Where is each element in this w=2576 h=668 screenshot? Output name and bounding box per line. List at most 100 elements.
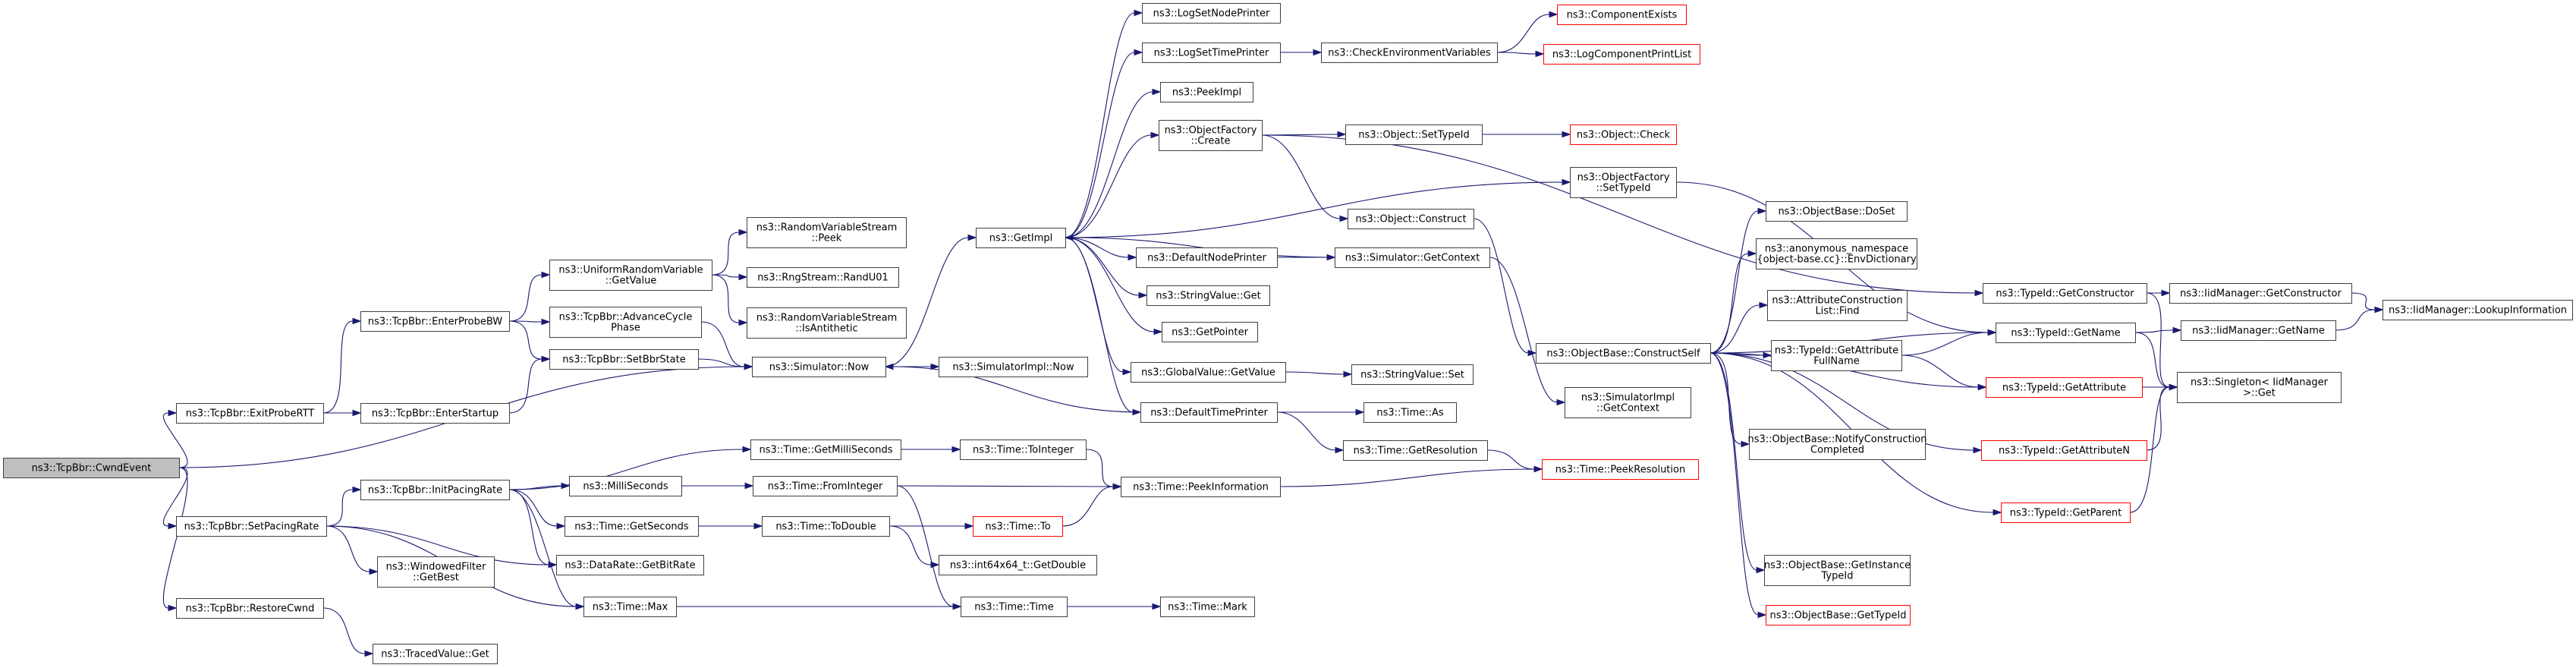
node-label: ns3::Time::ToDouble: [775, 521, 876, 533]
edge-todouble-to-int64getdouble: [889, 525, 932, 566]
node-timemax[interactable]: ns3::Time::Max: [583, 597, 677, 617]
edge-constructself-to-envdict: [1709, 253, 1749, 354]
node-lookupinfo[interactable]: ns3::IidManager::LookupInformation: [2383, 300, 2573, 320]
node-simimplgetcontext[interactable]: ns3::SimulatorImpl::GetContext: [1565, 387, 1691, 418]
node-initpacingrate[interactable]: ns3::TcpBbr::InitPacingRate: [360, 480, 510, 500]
node-envdict[interactable]: ns3::anonymous_namespace{object-base.cc}…: [1756, 238, 1917, 269]
node-objsettypeid[interactable]: ns3::Object::SetTypeId: [1345, 124, 1483, 145]
node-stringvalget[interactable]: ns3::StringValue::Get: [1146, 285, 1270, 306]
node-isantithetic[interactable]: ns3::RandomVariableStream::IsAntithetic: [747, 307, 907, 339]
node-constructself[interactable]: ns3::ObjectBase::ConstructSelf: [1536, 343, 1711, 364]
node-label: ns3::TcpBbr::EnterProbeBW: [368, 317, 502, 328]
node-getconstructor[interactable]: ns3::TypeId::GetConstructor: [1983, 283, 2147, 304]
node-label: ns3::GlobalValue::GetValue: [1141, 367, 1275, 379]
node-ofcreate[interactable]: ns3::ObjectFactory::Create: [1159, 120, 1263, 151]
node-getseconds[interactable]: ns3::Time::GetSeconds: [565, 516, 699, 537]
node-getparent[interactable]: ns3::TypeId::GetParent: [2001, 503, 2131, 523]
node-randu01[interactable]: ns3::RngStream::RandU01: [747, 267, 899, 288]
node-objconstruct[interactable]: ns3::Object::Construct: [1348, 209, 1474, 229]
node-enterprobebw[interactable]: ns3::TcpBbr::EnterProbeBW: [360, 311, 510, 332]
node-getattributen[interactable]: ns3::TypeId::GetAttributeN: [1981, 440, 2147, 461]
edge-arrowhead: [2161, 289, 2171, 297]
node-peekinfo[interactable]: ns3::Time::PeekInformation: [1121, 477, 1281, 497]
node-getmilliseconds[interactable]: ns3::Time::GetMilliSeconds: [750, 440, 901, 460]
edge-arrowhead: [753, 522, 763, 530]
node-compexists[interactable]: ns3::ComponentExists: [1557, 5, 1687, 25]
node-box: [1557, 5, 1687, 25]
edge-simnow-to-getimpl: [885, 237, 969, 367]
node-ofsettypeid[interactable]: ns3::ObjectFactory::SetTypeId: [1570, 167, 1677, 198]
node-label: ns3::IidManager::GetName: [2192, 326, 2325, 337]
node-simimplnow[interactable]: ns3::SimulatorImpl::Now: [939, 357, 1088, 377]
node-box: [1345, 124, 1483, 145]
edge-peekinfo-to-peekresolution: [1279, 468, 1535, 487]
node-logsettime[interactable]: ns3::LogSetTimePrinter: [1142, 43, 1281, 63]
node-toint[interactable]: ns3::Time::ToInteger: [960, 440, 1087, 460]
node-simgetcontext[interactable]: ns3::Simulator::GetContext: [1335, 247, 1490, 268]
edge-arrowhead: [364, 650, 374, 657]
node-urvgetvalue[interactable]: ns3::UniformRandomVariable::GetValue: [549, 260, 712, 291]
node-simnow[interactable]: ns3::Simulator::Now: [752, 357, 886, 377]
node-enterstartup[interactable]: ns3::TcpBbr::EnterStartup: [360, 403, 510, 424]
edge-iidgetname-to-lookupinfo: [2335, 309, 2376, 331]
node-doset[interactable]: ns3::ObjectBase::DoSet: [1766, 201, 1908, 222]
node-iidgetname[interactable]: ns3::IidManager::GetName: [2181, 320, 2336, 341]
edge-enterprobebw-to-advancecycle: [508, 320, 543, 323]
node-globalgetvalue[interactable]: ns3::GlobalValue::GetValue: [1131, 362, 1286, 383]
node-box: [1159, 120, 1263, 151]
node-getbitrate[interactable]: ns3::DataRate::GetBitRate: [556, 555, 704, 575]
edge-arrowhead: [1134, 49, 1143, 56]
node-timetime[interactable]: ns3::Time::Time: [961, 597, 1068, 617]
node-timemark[interactable]: ns3::Time::Mark: [1160, 597, 1255, 617]
node-fromint[interactable]: ns3::Time::FromInteger: [753, 476, 898, 496]
edge-arrowhead: [967, 234, 977, 241]
node-getattribute[interactable]: ns3::TypeId::GetAttribute: [1986, 377, 2143, 398]
node-box: [1131, 362, 1286, 383]
node-label: ns3::StringValue::Get: [1156, 291, 1260, 302]
node-getpointer[interactable]: ns3::GetPointer: [1162, 322, 1258, 342]
node-label: ns3::Object::SetTypeId: [1358, 130, 1469, 141]
node-logsetnode[interactable]: ns3::LogSetNodePrinter: [1142, 3, 1281, 24]
node-windowedgetbest[interactable]: ns3::WindowedFilter::GetBest: [377, 556, 495, 588]
node-setbbrstate[interactable]: ns3::TcpBbr::SetBbrState: [549, 349, 699, 370]
node-singletonget[interactable]: ns3::Singleton< IidManager >::Get: [2177, 372, 2342, 403]
node-label: ns3::Singleton< IidManager: [2191, 377, 2329, 389]
node-checkenv[interactable]: ns3::CheckEnvironmentVariables: [1321, 43, 1498, 63]
edge-fromint-to-timetime: [896, 485, 954, 607]
node-rvspeek[interactable]: ns3::RandomVariableStream::Peek: [747, 217, 907, 248]
node-getimpl[interactable]: ns3::GetImpl: [976, 228, 1066, 248]
node-peekimpl[interactable]: ns3::PeekImpl: [1160, 82, 1253, 102]
node-restorecwnd[interactable]: ns3::TcpBbr::RestoreCwnd: [176, 598, 324, 619]
node-cwndevent[interactable]: ns3::TcpBbr::CwndEvent: [3, 458, 180, 478]
node-deftimeprinter[interactable]: ns3::DefaultTimePrinter: [1140, 402, 1278, 423]
node-box: [556, 555, 704, 575]
node-getname[interactable]: ns3::TypeId::GetName: [1996, 323, 2136, 343]
edge-getattrfull-to-getname: [1901, 332, 1989, 356]
node-objcheck[interactable]: ns3::Object::Check: [1570, 124, 1677, 145]
node-box: [1981, 440, 2147, 461]
node-defnodeprinter[interactable]: ns3::DefaultNodePrinter: [1136, 247, 1278, 268]
node-setpacingrate[interactable]: ns3::TcpBbr::SetPacingRate: [176, 516, 327, 537]
node-box: [176, 598, 324, 619]
node-int64getdouble[interactable]: ns3::int64x64_t::GetDouble: [939, 555, 1097, 575]
node-box: [1142, 3, 1281, 24]
node-notifyconstruct[interactable]: ns3::ObjectBase::NotifyConstructionCompl…: [1748, 429, 1927, 460]
node-getresolution[interactable]: ns3::Time::GetResolution: [1343, 440, 1488, 461]
node-iidgetconstructor[interactable]: ns3::IidManager::GetConstructor: [2169, 283, 2352, 304]
edge-arrowhead: [951, 446, 961, 453]
node-peekresolution[interactable]: ns3::Time::PeekResolution: [1542, 459, 1699, 480]
node-timeto[interactable]: ns3::Time::To: [973, 516, 1063, 537]
node-label: ns3::DefaultTimePrinter: [1150, 408, 1268, 419]
node-tracedget[interactable]: ns3::TracedValue::Get: [373, 644, 498, 664]
node-obgettypeid[interactable]: ns3::ObjectBase::GetTypeId: [1766, 605, 1911, 625]
node-todouble[interactable]: ns3::Time::ToDouble: [762, 516, 890, 537]
node-timeas[interactable]: ns3::Time::As: [1363, 402, 1457, 423]
node-milliseconds[interactable]: ns3::MilliSeconds: [569, 476, 682, 496]
node-stringvalset[interactable]: ns3::StringValue::Set: [1351, 364, 1474, 385]
node-exitprobertt[interactable]: ns3::TcpBbr::ExitProbeRTT: [176, 403, 324, 424]
node-logcomplist[interactable]: ns3::LogComponentPrintList: [1543, 44, 1700, 65]
